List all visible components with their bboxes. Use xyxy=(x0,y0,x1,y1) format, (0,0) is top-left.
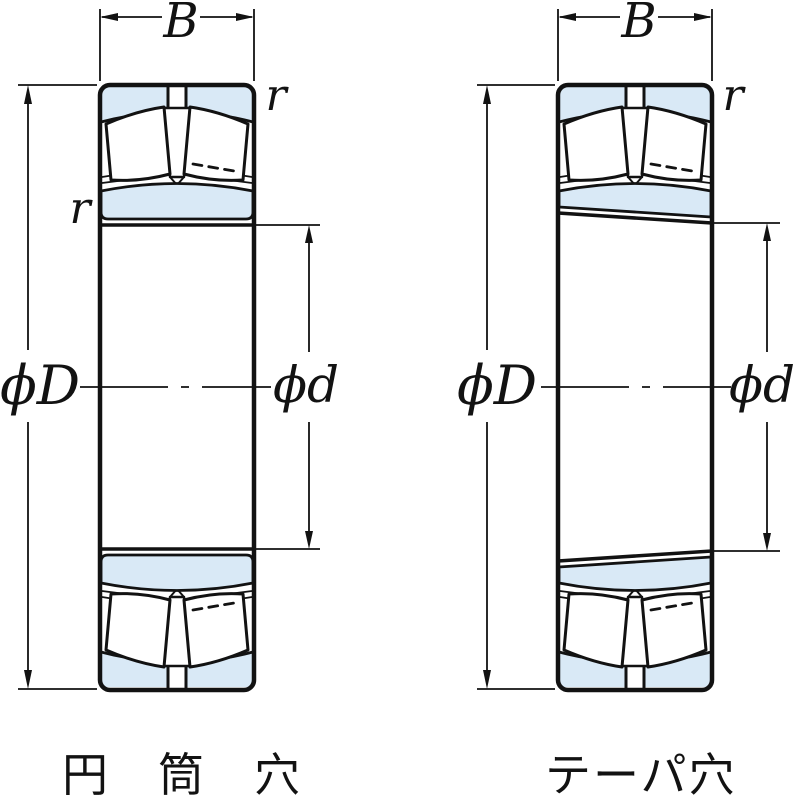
caption-tapered-bore: テーパ穴 xyxy=(545,749,737,800)
inner-ring-upper xyxy=(99,182,255,221)
outer-diameter-label: ϕD xyxy=(457,354,537,417)
chamfer-label-inner: r xyxy=(69,183,93,234)
bore-diameter-label: ϕd xyxy=(729,356,795,414)
dimensions-tapered: B ϕD ϕd r xyxy=(457,0,795,690)
tapered-bore-line-top xyxy=(556,211,714,225)
tapered-bore-line-bottom xyxy=(556,549,714,563)
outer-diameter-label: ϕD xyxy=(0,354,80,417)
width-label: B xyxy=(162,0,198,49)
caption-cylindrical-bore: 円筒穴 xyxy=(62,749,350,800)
chamfer-label: r xyxy=(722,70,746,121)
dimensions-cylindrical: B ϕD ϕd r r xyxy=(0,0,339,690)
chamfer-label: r xyxy=(265,70,289,121)
width-label: B xyxy=(620,0,656,49)
inner-ring-lower xyxy=(99,553,255,592)
bore-diameter-label: ϕd xyxy=(273,356,339,414)
